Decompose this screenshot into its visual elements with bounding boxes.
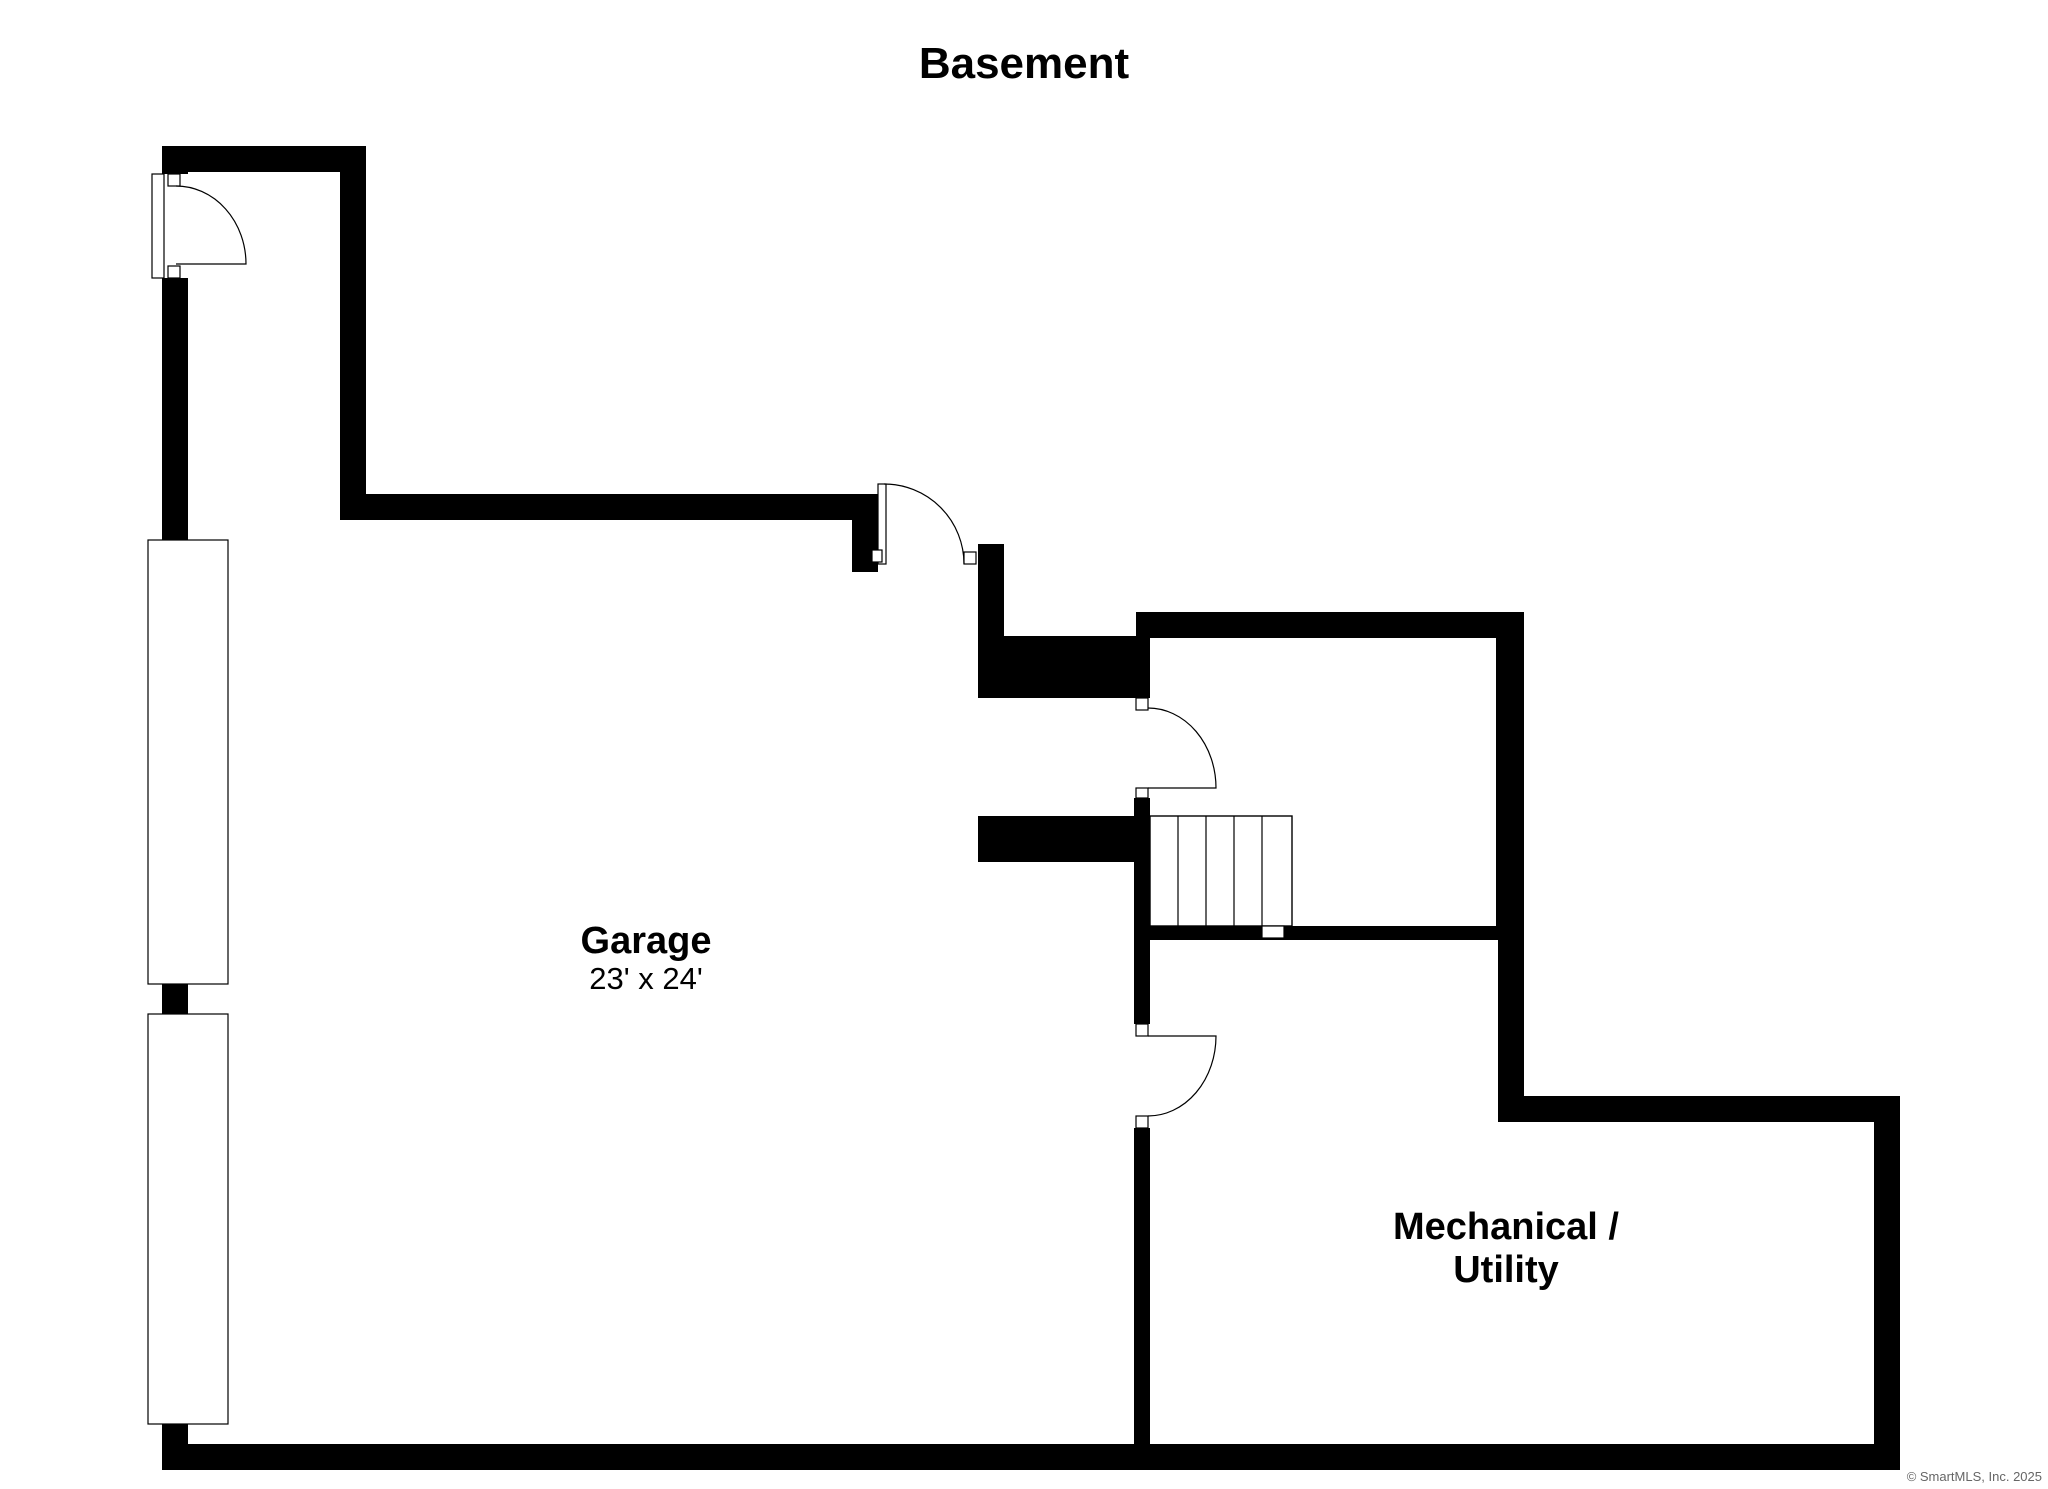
wall-mechanical-right-lower bbox=[1874, 1096, 1900, 1470]
wall-mechanical-step bbox=[1498, 1096, 1900, 1122]
stair-box bbox=[1149, 815, 1293, 927]
room-dimensions-garage: 23' x 24' bbox=[589, 961, 703, 996]
room-label-garage: Garage bbox=[580, 920, 712, 962]
walls bbox=[162, 146, 1900, 1470]
wall-mechanical-top bbox=[1136, 612, 1524, 638]
wall-stairs-bottom bbox=[1134, 926, 1512, 940]
door-top-middle bbox=[871, 483, 977, 565]
door-jamb bbox=[963, 551, 977, 565]
floor-title: Basement bbox=[918, 39, 1130, 88]
door-leaf bbox=[151, 173, 165, 279]
garage-door-upper bbox=[147, 539, 229, 985]
wall-partition-d bbox=[1134, 1128, 1150, 1470]
door-jamb bbox=[1135, 1023, 1149, 1037]
door-top-left bbox=[151, 173, 247, 279]
wall-partition-c bbox=[1134, 936, 1150, 1024]
garage-openings bbox=[147, 539, 229, 1425]
stair-landing-mark bbox=[1261, 925, 1285, 939]
wall-left-lower bbox=[162, 1424, 188, 1470]
door-leaf bbox=[877, 483, 887, 565]
wall-top-middle bbox=[340, 494, 878, 520]
door-jamb bbox=[167, 173, 181, 187]
door-swing-arc bbox=[883, 483, 965, 565]
door-jamb bbox=[167, 265, 181, 279]
door-stair-room bbox=[1135, 697, 1217, 799]
wall-top-left bbox=[162, 146, 366, 172]
door-swing-arc bbox=[1147, 1035, 1217, 1117]
wall-left-upper-alcove bbox=[340, 146, 366, 520]
door-jamb bbox=[1135, 1115, 1149, 1129]
wall-left-top-cap bbox=[162, 146, 188, 174]
wall-partition-a bbox=[1134, 636, 1150, 698]
door-mechanical bbox=[1135, 1023, 1217, 1129]
door-jamb bbox=[1135, 787, 1149, 799]
wall-bottom bbox=[162, 1444, 1900, 1470]
wall-left-mid bbox=[162, 984, 188, 1014]
door-swing-arc bbox=[1147, 707, 1217, 789]
stairs bbox=[1149, 815, 1293, 939]
door-jamb bbox=[1135, 697, 1149, 711]
garage-door-lower bbox=[147, 1013, 229, 1425]
room-label-mechanical-line1: Mechanical / bbox=[1393, 1206, 1619, 1248]
door-swing-arc bbox=[175, 185, 247, 265]
door-jamb bbox=[871, 549, 883, 563]
wall-stair-room-right bbox=[1496, 612, 1512, 940]
wall-left-upper bbox=[162, 278, 188, 540]
wall-partition-b bbox=[1134, 798, 1150, 936]
copyright-notice: © SmartMLS, Inc. 2025 bbox=[1906, 1469, 2042, 1484]
wall-thick-block-lower bbox=[978, 816, 1150, 862]
room-label-mechanical-line2: Utility bbox=[1453, 1249, 1559, 1291]
wall-thick-block-upper bbox=[978, 636, 1150, 698]
